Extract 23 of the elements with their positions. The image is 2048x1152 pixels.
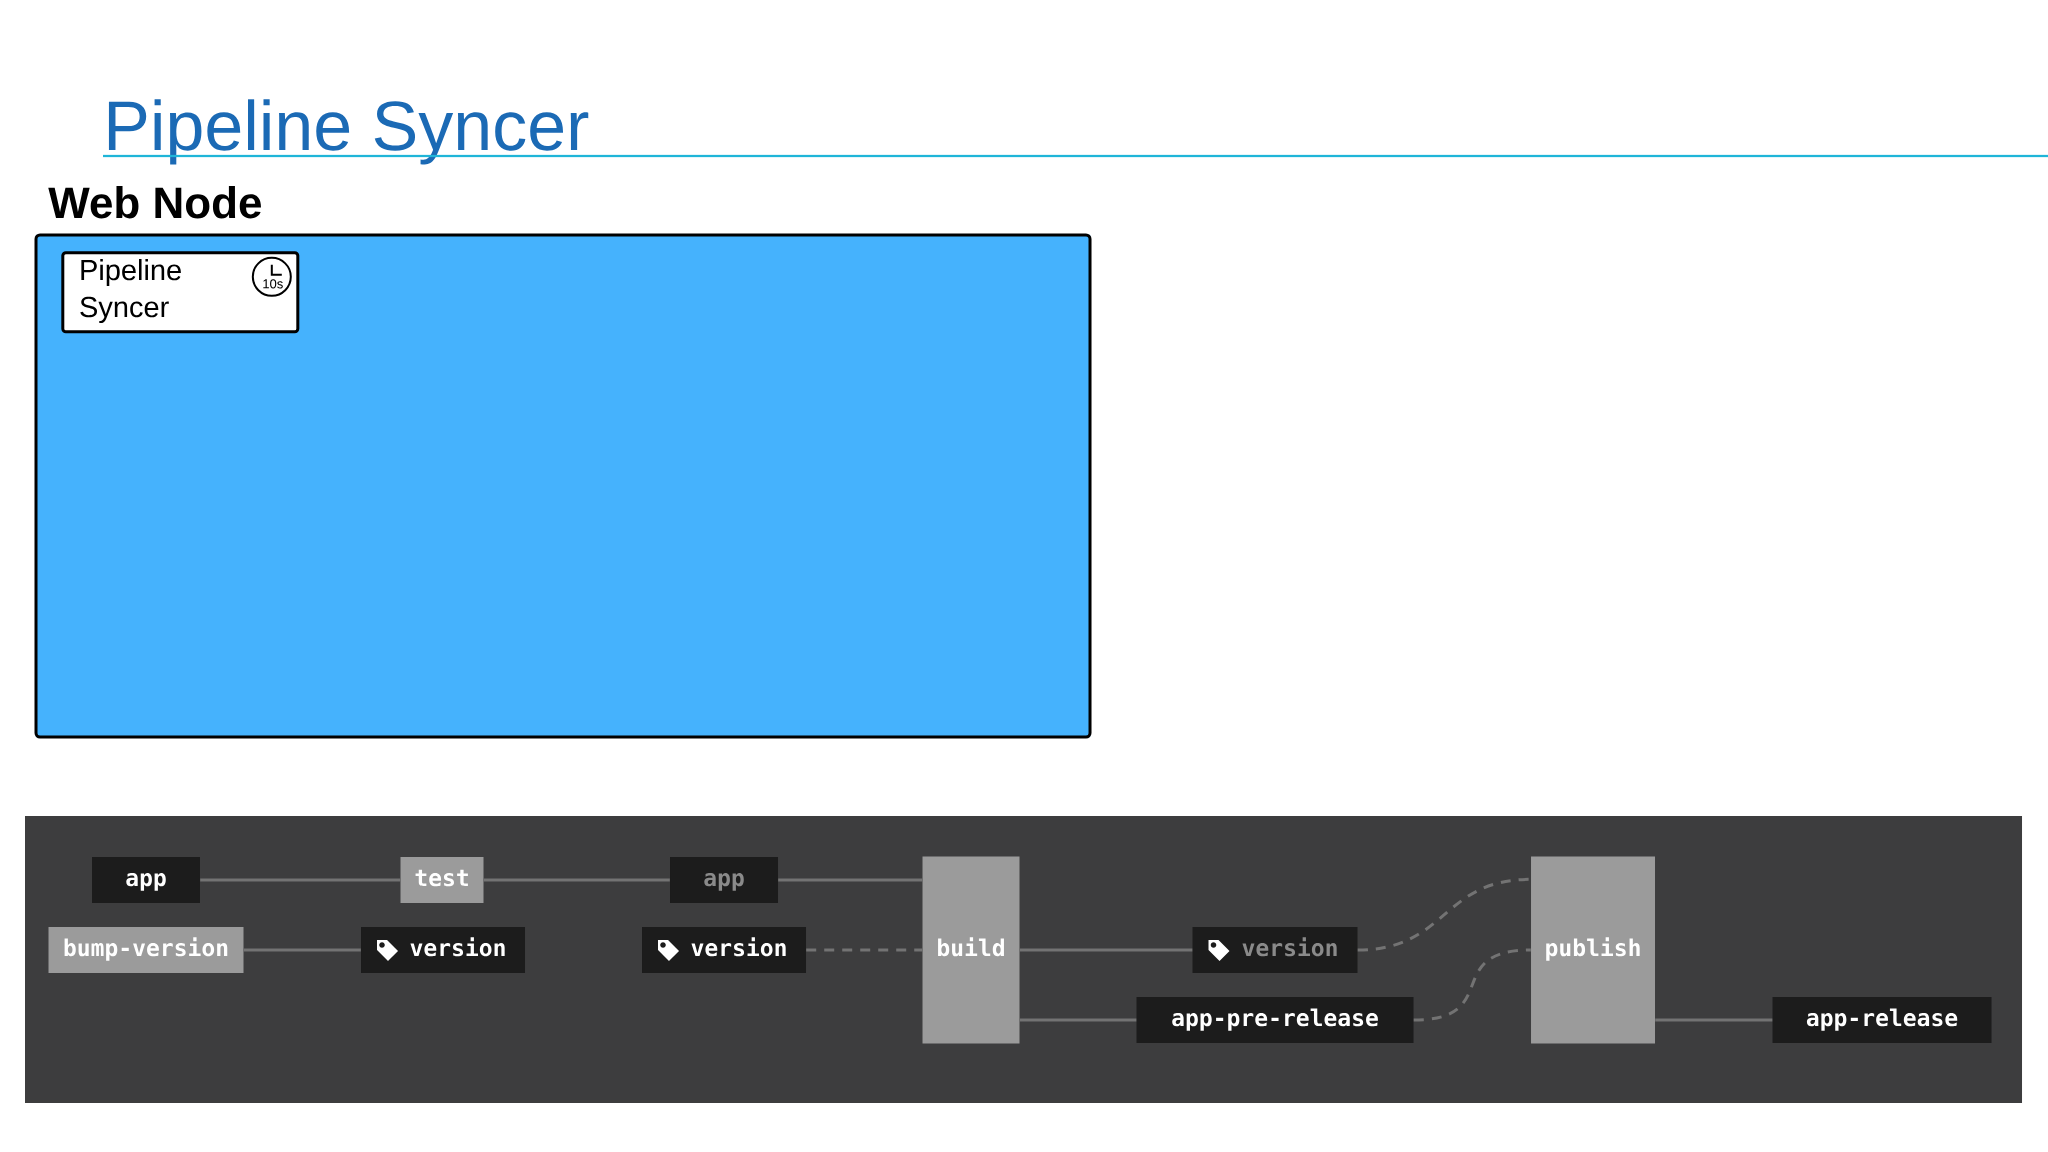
resource-box: app-release	[1772, 997, 1992, 1043]
connector-line	[1413, 948, 1531, 1022]
job-box: test	[400, 857, 484, 903]
connector-line	[243, 948, 361, 952]
resource-box: version	[1192, 927, 1358, 973]
heading: Web Node	[48, 186, 261, 219]
resource-box: app	[92, 857, 200, 903]
title: Pipeline Syncer	[108, 99, 589, 165]
connector-line	[1019, 1018, 1137, 1022]
job-box: bump-version	[48, 927, 244, 973]
job-box: build	[922, 856, 1020, 1044]
connector-line	[1357, 877, 1531, 952]
job-box: publish	[1531, 856, 1655, 1044]
resource-box: app-pre-release	[1136, 997, 1414, 1043]
connector-line	[778, 878, 923, 882]
resource-box: version	[642, 927, 806, 973]
connector-line	[483, 878, 670, 882]
connector-line	[1655, 1018, 1773, 1022]
resource-box: version	[361, 927, 525, 973]
connector-line	[1019, 948, 1193, 952]
connector-line	[806, 948, 923, 952]
connector-line	[200, 878, 401, 882]
resource-box: app	[670, 857, 778, 903]
